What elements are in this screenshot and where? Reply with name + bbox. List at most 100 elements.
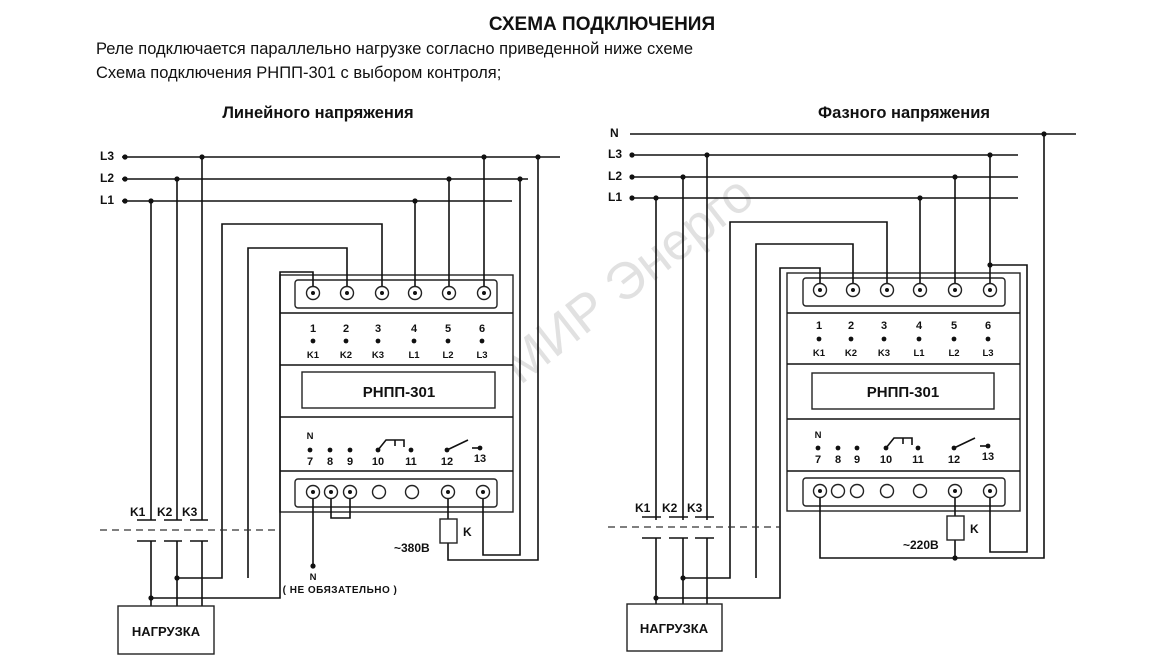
left-bus-label-l2: L2 (100, 171, 114, 185)
right-device-name: РНПП-301 (867, 384, 939, 401)
right-changeover-contact-icon (883, 437, 921, 451)
svg-text:1: 1 (816, 320, 822, 332)
svg-text:K1: K1 (635, 501, 651, 515)
right-heading: Фазного напряжения (818, 104, 990, 122)
svg-text:6: 6 (479, 323, 485, 335)
svg-text:5: 5 (951, 320, 957, 332)
svg-text:K2: K2 (340, 350, 352, 361)
page-title: СХЕМА ПОДКЛЮЧЕНИЯ (489, 14, 715, 35)
left-bottom-pin-labels: N 7 8 9 10 11 12 13 (307, 431, 487, 468)
left-phase-drops (150, 157, 203, 520)
svg-text:K1: K1 (307, 350, 320, 361)
left-load-box (117, 605, 215, 655)
left-bus-label-l3: L3 (100, 149, 114, 163)
svg-text:L1: L1 (913, 348, 925, 359)
svg-text:L2: L2 (442, 350, 453, 361)
left-bottom-terminals (305, 484, 491, 500)
svg-text:1: 1 (310, 323, 316, 335)
svg-text:K1: K1 (813, 348, 826, 359)
right-load-box (626, 603, 723, 652)
svg-text:6: 6 (985, 320, 991, 332)
right-top-terminals (812, 282, 998, 298)
svg-text:L2: L2 (948, 348, 959, 359)
svg-text:11: 11 (405, 456, 417, 468)
left-relay-contact-icon (444, 439, 483, 453)
svg-text:10: 10 (372, 456, 384, 468)
right-top-pin-labels: 1 2 3 4 5 6 K1 K2 K3 L1 L2 L3 (813, 320, 994, 359)
right-top-terminal-block (802, 277, 1006, 307)
right-load-label: НАГРУЗКА (640, 621, 709, 636)
svg-text:13: 13 (474, 453, 486, 465)
right-phase-drops (655, 155, 708, 520)
svg-text:2: 2 (343, 323, 349, 335)
right-bus-label-l3: L3 (608, 147, 622, 161)
svg-text:3: 3 (375, 323, 381, 335)
left-bus-lines (122, 156, 560, 202)
right-bottom-terminals (812, 483, 998, 499)
svg-text:12: 12 (948, 454, 960, 466)
left-heading: Линейного напряжения (222, 104, 413, 122)
intro-line-2: Схема подключения РНПП-301 с выбором кон… (96, 64, 501, 82)
svg-text:9: 9 (347, 456, 353, 468)
svg-text:K2: K2 (662, 501, 678, 515)
left-voltage-label: ~380В (394, 541, 430, 555)
left-top-terminal-block (294, 279, 498, 309)
left-contactor: K1 K2 K3 (100, 505, 275, 606)
left-optional-note: ( НЕ ОБЯЗАТЕЛЬНО ) (283, 585, 398, 596)
svg-text:10: 10 (880, 454, 892, 466)
right-diagram: Фазного напряжения N L3 L2 L1 (608, 104, 1076, 652)
left-load-label: НАГРУЗКА (132, 624, 201, 639)
right-coil-label: K (970, 522, 979, 536)
left-changeover-contact-icon (375, 439, 414, 453)
right-relay-contact-icon (951, 437, 991, 451)
svg-text:N: N (307, 431, 314, 442)
svg-text:K2: K2 (157, 505, 173, 519)
svg-text:K3: K3 (878, 348, 890, 359)
left-wires-top (151, 157, 485, 599)
right-wires-bottom (819, 134, 1045, 561)
left-top-pin-labels: 1 2 3 4 5 6 K1 K2 K3 L1 L2 L3 (307, 323, 488, 361)
svg-text:K3: K3 (182, 505, 198, 519)
left-diagram: Линейного напряжения L3 L2 L1 (100, 104, 560, 655)
svg-text:11: 11 (912, 454, 924, 466)
left-top-terminals (305, 285, 492, 301)
svg-text:K2: K2 (845, 348, 857, 359)
svg-text:7: 7 (815, 454, 821, 466)
svg-text:9: 9 (854, 454, 860, 466)
right-wires-top (656, 155, 1028, 599)
right-display (811, 372, 995, 410)
right-bus-label-n: N (610, 126, 619, 140)
right-bottom-pin-labels: N 7 8 9 10 11 12 13 (815, 430, 995, 466)
svg-text:N: N (815, 430, 822, 441)
left-bus-label-l1: L1 (100, 193, 114, 207)
right-contactor-coil (946, 515, 965, 541)
svg-text:K3: K3 (372, 350, 384, 361)
right-contactor: K1 K2 K3 (608, 501, 780, 604)
svg-text:8: 8 (835, 454, 841, 466)
right-bus-label-l1: L1 (608, 190, 622, 204)
svg-text:L1: L1 (408, 350, 420, 361)
right-bus-label-l2: L2 (608, 169, 622, 183)
left-display (301, 371, 496, 409)
svg-text:3: 3 (881, 320, 887, 332)
svg-text:13: 13 (982, 451, 994, 463)
svg-text:12: 12 (441, 456, 453, 468)
svg-text:L3: L3 (476, 350, 487, 361)
svg-text:7: 7 (307, 456, 313, 468)
left-contactor-coil (439, 518, 458, 544)
right-bus-lines (630, 133, 1076, 199)
left-device-name: РНПП-301 (363, 384, 435, 401)
svg-text:K3: K3 (687, 501, 703, 515)
svg-text:L3: L3 (982, 348, 993, 359)
svg-text:2: 2 (848, 320, 854, 332)
svg-text:5: 5 (445, 323, 451, 335)
left-coil-label: K (463, 525, 472, 539)
left-neutral-label: N (310, 572, 317, 583)
svg-text:8: 8 (327, 456, 333, 468)
left-wires-bottom (310, 157, 539, 569)
svg-text:4: 4 (916, 320, 923, 332)
right-voltage-label: ~220В (903, 538, 939, 552)
svg-text:K1: K1 (130, 505, 146, 519)
intro-line-1: Реле подключается параллельно нагрузке с… (96, 40, 693, 58)
